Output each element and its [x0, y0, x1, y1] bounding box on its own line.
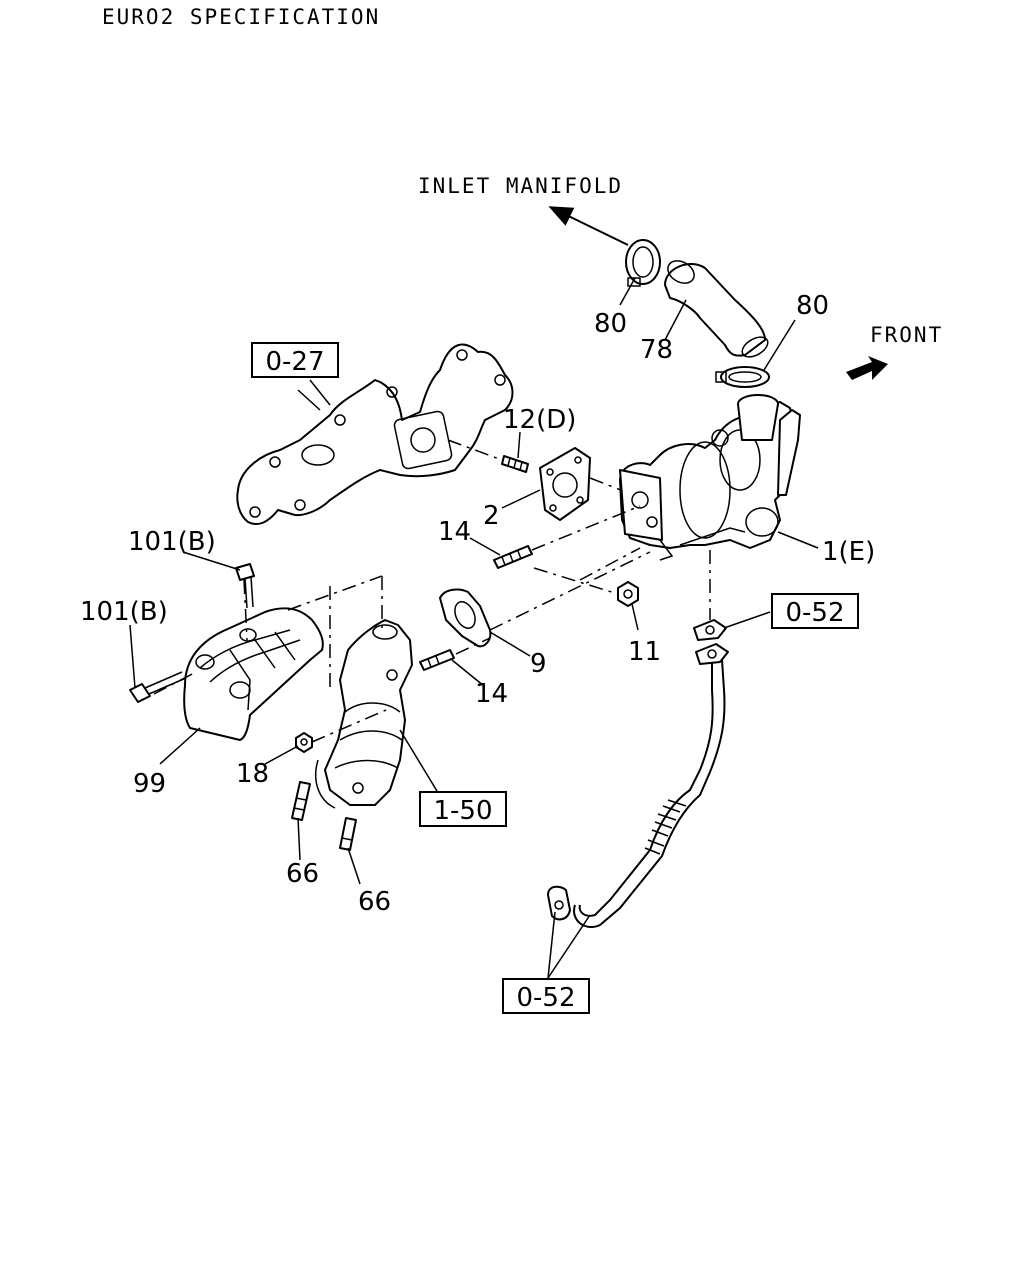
reference-1-50-label: 1-50	[433, 796, 492, 826]
callout-9: 9	[530, 649, 547, 679]
callout-18: 18	[236, 759, 269, 789]
callout-14-mid: 14	[475, 679, 508, 709]
clamp-80-right	[715, 366, 770, 388]
callout-99: 99	[133, 769, 166, 799]
page-title: EURO2 SPECIFICATION	[102, 5, 380, 29]
reference-0-52-bottom-label: 0-52	[516, 983, 575, 1013]
gasket-2	[539, 447, 591, 521]
callout-101b-left: 101(B)	[80, 597, 168, 627]
bolt-101b-left	[129, 671, 187, 703]
callout-66-left: 66	[286, 859, 319, 889]
arrow-front-icon	[846, 356, 888, 380]
catalytic-converter	[314, 619, 413, 809]
callout-2: 2	[483, 501, 500, 531]
callout-80-left: 80	[594, 309, 627, 339]
reference-0-27[interactable]: 0-27	[251, 342, 339, 378]
exhaust-manifold	[236, 343, 514, 526]
callout-66-right: 66	[358, 887, 391, 917]
callout-12d: 12(D)	[503, 405, 576, 435]
callout-80-right: 80	[796, 291, 829, 321]
heat-shield-99	[183, 607, 324, 741]
gasket-9	[439, 588, 492, 648]
callout-78: 78	[640, 335, 673, 365]
reference-0-27-label: 0-27	[265, 347, 324, 377]
oil-pipe	[573, 658, 726, 928]
flange-bottom	[547, 885, 571, 921]
stud-14-top	[493, 545, 533, 569]
nut-18	[295, 732, 313, 753]
bolt-101b-top	[235, 563, 255, 609]
stud-66-right	[339, 817, 357, 851]
stud-66-left	[291, 781, 311, 821]
front-label: FRONT	[870, 323, 943, 347]
inlet-manifold-label: INLET MANIFOLD	[418, 174, 623, 198]
clamp-80-left	[625, 239, 661, 287]
stud-14-mid	[419, 649, 455, 671]
callout-1e: 1(E)	[822, 537, 875, 567]
arrow-up-left-icon	[548, 206, 629, 246]
turbocharger	[619, 394, 801, 561]
callout-101b-top: 101(B)	[128, 527, 216, 557]
hose-78	[664, 260, 769, 358]
flange-top	[693, 619, 729, 665]
reference-0-52-top[interactable]: 0-52	[771, 593, 859, 629]
callout-14-top: 14	[438, 517, 471, 547]
stud-12d	[501, 455, 529, 473]
callout-11: 11	[628, 637, 661, 667]
nut-11	[617, 581, 639, 607]
reference-1-50[interactable]: 1-50	[419, 791, 507, 827]
reference-0-52-top-label: 0-52	[785, 598, 844, 628]
reference-0-52-bottom[interactable]: 0-52	[502, 978, 590, 1014]
